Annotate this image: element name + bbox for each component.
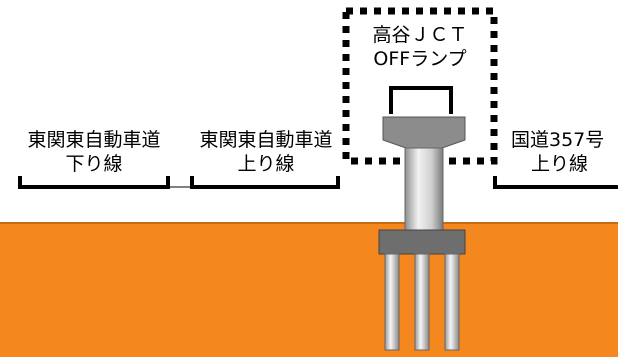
- lane-up-label-line1: 東関東自動車道: [199, 129, 333, 151]
- pier-cap: [382, 116, 466, 149]
- ramp-label-line2: OFFランプ: [373, 48, 467, 70]
- ramp-label: 高谷ＪＣＴ OFFランプ: [350, 23, 490, 71]
- pile-right: [444, 253, 460, 351]
- ramp-dotted-frame: [342, 7, 498, 165]
- lane-down-label: 東関東自動車道 下り線: [14, 128, 174, 176]
- route357-label: 国道357号 上り線: [505, 128, 618, 176]
- pier-footing: [378, 229, 466, 255]
- route357-label-line2: 上り線: [531, 153, 589, 175]
- lane-down-label-line1: 東関東自動車道: [27, 129, 161, 151]
- pile-left: [384, 253, 400, 351]
- route357-label-line1: 国道357号: [511, 129, 605, 151]
- lane-down-bracket: [18, 176, 170, 189]
- lane-up-bracket: [190, 176, 340, 189]
- pier-column: [404, 147, 444, 231]
- lane-down-label-line2: 下り線: [65, 153, 123, 175]
- ramp-lane-bracket: [389, 86, 453, 114]
- route357-bracket: [493, 176, 618, 189]
- lane-up-label: 東関東自動車道 上り線: [186, 128, 346, 176]
- lane-up-label-line2: 上り線: [237, 153, 295, 175]
- ramp-label-line1: 高谷ＪＣＴ: [372, 24, 468, 46]
- ground-area: [0, 223, 618, 357]
- pile-center: [414, 253, 430, 351]
